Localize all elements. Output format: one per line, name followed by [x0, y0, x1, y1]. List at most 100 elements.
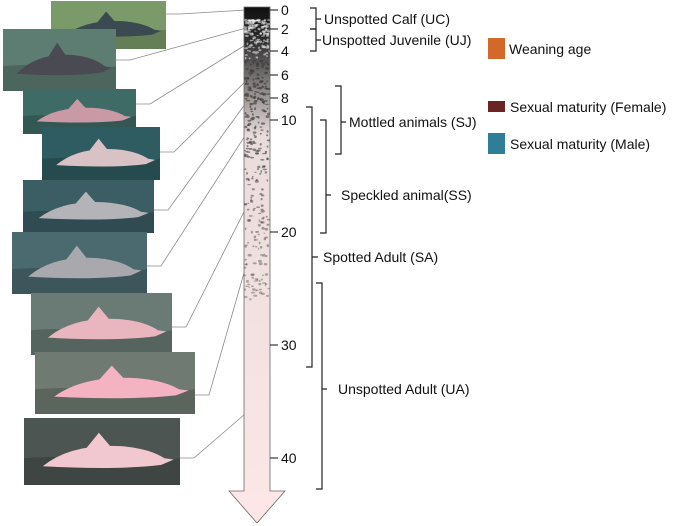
stage-label-ss: Speckled animal(SS) — [341, 187, 472, 203]
bar-speckle — [250, 200, 254, 203]
bar-speckle — [255, 62, 260, 65]
axis-ticks — [270, 9, 278, 459]
bar-speckle — [262, 282, 267, 284]
bar-speckle — [268, 50, 270, 52]
bar-speckle — [253, 294, 258, 297]
bar-speckle — [244, 23, 249, 25]
bar-speckle — [260, 292, 265, 295]
bar-speckle — [247, 253, 252, 257]
bar-speckle — [250, 291, 256, 294]
bar-speckle — [250, 19, 255, 21]
bar-speckle — [255, 24, 260, 26]
bar-speckle — [264, 71, 268, 75]
bar-speckle — [261, 109, 265, 112]
tick-label: 0 — [281, 2, 289, 18]
bar-speckle — [265, 55, 269, 57]
bar-speckle — [252, 84, 257, 88]
bar-speckle — [247, 119, 252, 122]
bar-speckle — [244, 203, 248, 205]
bar-speckle — [263, 237, 267, 241]
bar-speckle — [257, 83, 260, 86]
bar-speckle — [247, 242, 250, 244]
bar-speckle — [259, 93, 263, 95]
bar-speckle — [262, 93, 266, 96]
photo-mottled-animal — [42, 127, 160, 180]
bar-speckle — [250, 285, 253, 287]
dolphin-photo-icon — [31, 293, 172, 355]
bar-speckle — [245, 177, 250, 181]
bar-speckle — [257, 165, 261, 169]
bar-speckle — [251, 276, 255, 279]
bar-speckle — [260, 197, 263, 201]
bar-speckle — [253, 41, 257, 44]
bar-speckle — [259, 246, 263, 249]
bar-speckle — [253, 99, 258, 103]
bar-speckle — [261, 165, 266, 167]
bar-speckle — [249, 32, 254, 36]
bar-speckle — [262, 255, 265, 257]
bar-speckle — [250, 198, 253, 202]
bar-speckle — [255, 39, 260, 41]
bar-speckle — [266, 19, 271, 21]
bar-speckle — [261, 63, 266, 65]
bar-speckle — [247, 283, 251, 286]
bar-speckle — [245, 147, 249, 150]
bar-speckle — [250, 194, 254, 197]
bar-speckle — [252, 148, 257, 152]
bracket-uc — [310, 7, 321, 30]
bar-speckle — [246, 42, 249, 46]
bar-speckle — [244, 18, 248, 22]
bar-speckle — [254, 107, 257, 111]
bar-speckle — [258, 259, 262, 263]
legend: Weaning age Sexual maturity (Female) Sex… — [488, 38, 666, 154]
bar-speckle — [251, 175, 254, 178]
bracket-uj — [310, 28, 321, 52]
bar-speckle — [243, 266, 247, 269]
bar-speckle — [260, 129, 264, 131]
bar-speckle — [255, 115, 260, 118]
age-arrow-bar — [228, 6, 286, 524]
bar-speckle — [261, 221, 265, 224]
bar-speckle — [253, 235, 257, 239]
bar-speckle — [249, 108, 253, 110]
stage-labels: Unspotted Calf (UC) Unspotted Juvenile (… — [322, 11, 477, 397]
bracket-sj — [335, 85, 346, 155]
bar-speckle — [248, 219, 251, 222]
bar-speckle — [252, 245, 255, 247]
axis-tick-labels: 0 2 4 6 8 10 20 30 40 — [281, 2, 297, 466]
bar-speckle — [244, 168, 247, 171]
bar-speckle — [261, 44, 263, 46]
bar-speckle — [258, 288, 262, 291]
bar-speckle — [266, 63, 270, 66]
bar-speckle — [261, 20, 264, 23]
bar-speckle — [266, 223, 270, 226]
bar-speckle — [244, 112, 247, 115]
bar-speckle — [266, 38, 270, 41]
bar-speckle — [255, 53, 258, 55]
bar-speckle — [254, 246, 258, 248]
bar-speckle — [244, 149, 246, 152]
bar-speckle — [265, 29, 270, 32]
connector-line — [172, 195, 253, 328]
bar-speckle — [259, 143, 262, 146]
bar-speckle — [257, 248, 260, 250]
bar-speckle — [244, 47, 249, 50]
bar-speckle — [254, 180, 259, 183]
bar-speckle — [250, 196, 253, 199]
bar-speckle — [260, 209, 265, 213]
bar-speckle — [254, 171, 257, 173]
bar-speckle — [252, 288, 256, 291]
bar-speckle — [247, 86, 252, 89]
bar-speckle — [261, 194, 264, 196]
bar-speckle — [246, 77, 250, 80]
bar-speckle — [255, 64, 260, 67]
tick-label: 4 — [281, 43, 289, 59]
bar-speckle — [249, 102, 254, 106]
bar-speckle — [265, 32, 270, 35]
dolphin-photo-icon — [12, 232, 147, 294]
bar-speckle — [256, 34, 259, 37]
bar-speckle — [264, 103, 269, 105]
bar-speckle — [258, 49, 262, 52]
bar-speckle — [265, 67, 269, 70]
bar-speckle — [261, 77, 264, 79]
